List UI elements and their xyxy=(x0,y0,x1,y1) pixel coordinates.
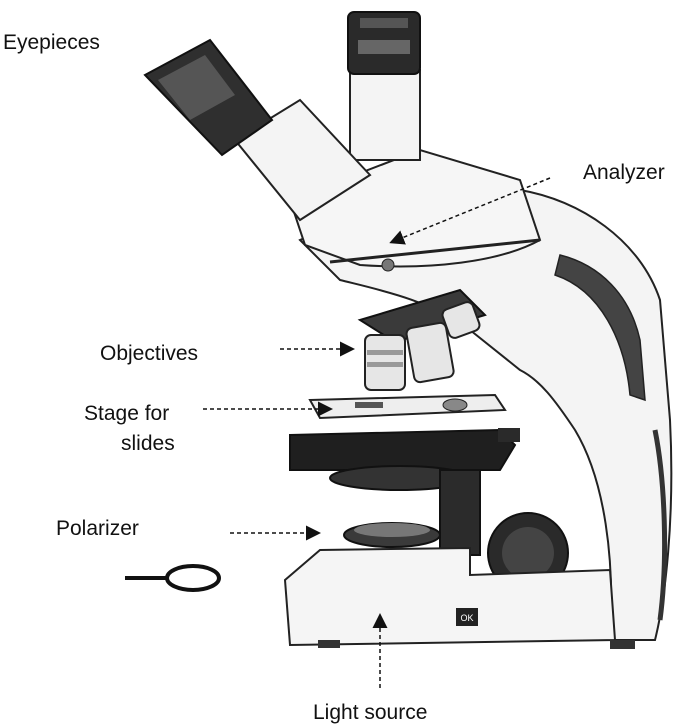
label-light-source: Light source xyxy=(313,700,427,725)
analyzer-knob xyxy=(382,259,394,271)
power-switch-text: OK xyxy=(460,613,473,623)
stage-knob xyxy=(443,399,467,411)
label-stage-line1: Stage for xyxy=(84,401,169,426)
label-analyzer: Analyzer xyxy=(583,160,665,185)
stage-edge xyxy=(498,428,520,442)
base-foot xyxy=(610,640,635,649)
focus-column xyxy=(440,470,480,555)
label-eyepieces: Eyepieces xyxy=(3,30,100,55)
slide-clip xyxy=(355,402,383,408)
trinocular-port xyxy=(350,70,420,160)
label-objectives: Objectives xyxy=(100,341,198,366)
label-polarizer: Polarizer xyxy=(56,516,139,541)
base-foot xyxy=(318,640,340,648)
stage-top xyxy=(310,395,505,418)
stage-body xyxy=(290,430,515,470)
label-stage-line2: slides xyxy=(121,431,175,456)
polarizer-symbol-ring xyxy=(167,566,219,590)
